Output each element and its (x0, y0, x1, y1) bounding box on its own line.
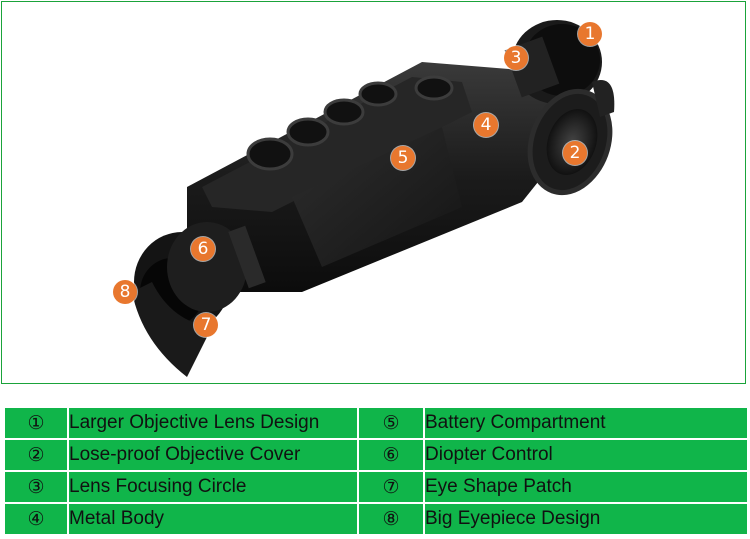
marker-6: 6 (191, 237, 215, 261)
legend-label: Lens Focusing Circle (67, 470, 359, 504)
legend-number: ⑥ (357, 438, 425, 472)
legend-label: Diopter Control (423, 438, 749, 472)
legend-label: Eye Shape Patch (423, 470, 749, 504)
legend-number: ⑤ (357, 406, 425, 440)
legend-number: ④ (3, 502, 69, 536)
legend-number: ⑧ (357, 502, 425, 536)
legend-label: Big Eyepiece Design (423, 502, 749, 536)
legend-label: Battery Compartment (423, 406, 749, 440)
marker-8: 8 (113, 280, 137, 304)
legend-label: Larger Objective Lens Design (67, 406, 359, 440)
legend-label: Metal Body (67, 502, 359, 536)
marker-3: 3 (504, 46, 528, 70)
legend-row: ② Lose-proof Objective Cover ⑥ Diopter C… (3, 438, 749, 472)
legend-row: ① Larger Objective Lens Design ⑤ Battery… (3, 406, 749, 440)
legend-number: ③ (3, 470, 69, 504)
legend-row: ③ Lens Focusing Circle ⑦ Eye Shape Patch (3, 470, 749, 504)
marker-1: 1 (578, 22, 602, 46)
legend-number: ⑦ (357, 470, 425, 504)
marker-5: 5 (391, 146, 415, 170)
feature-legend-table: ① Larger Objective Lens Design ⑤ Battery… (3, 406, 749, 536)
legend-number: ① (3, 406, 69, 440)
product-photo-frame: 1 2 3 4 5 6 7 8 (1, 1, 746, 384)
legend-label: Lose-proof Objective Cover (67, 438, 359, 472)
legend-number: ② (3, 438, 69, 472)
marker-7: 7 (194, 313, 218, 337)
marker-2: 2 (563, 141, 587, 165)
marker-4: 4 (474, 113, 498, 137)
legend-row: ④ Metal Body ⑧ Big Eyepiece Design (3, 502, 749, 536)
thermal-monocular-image (132, 20, 615, 377)
